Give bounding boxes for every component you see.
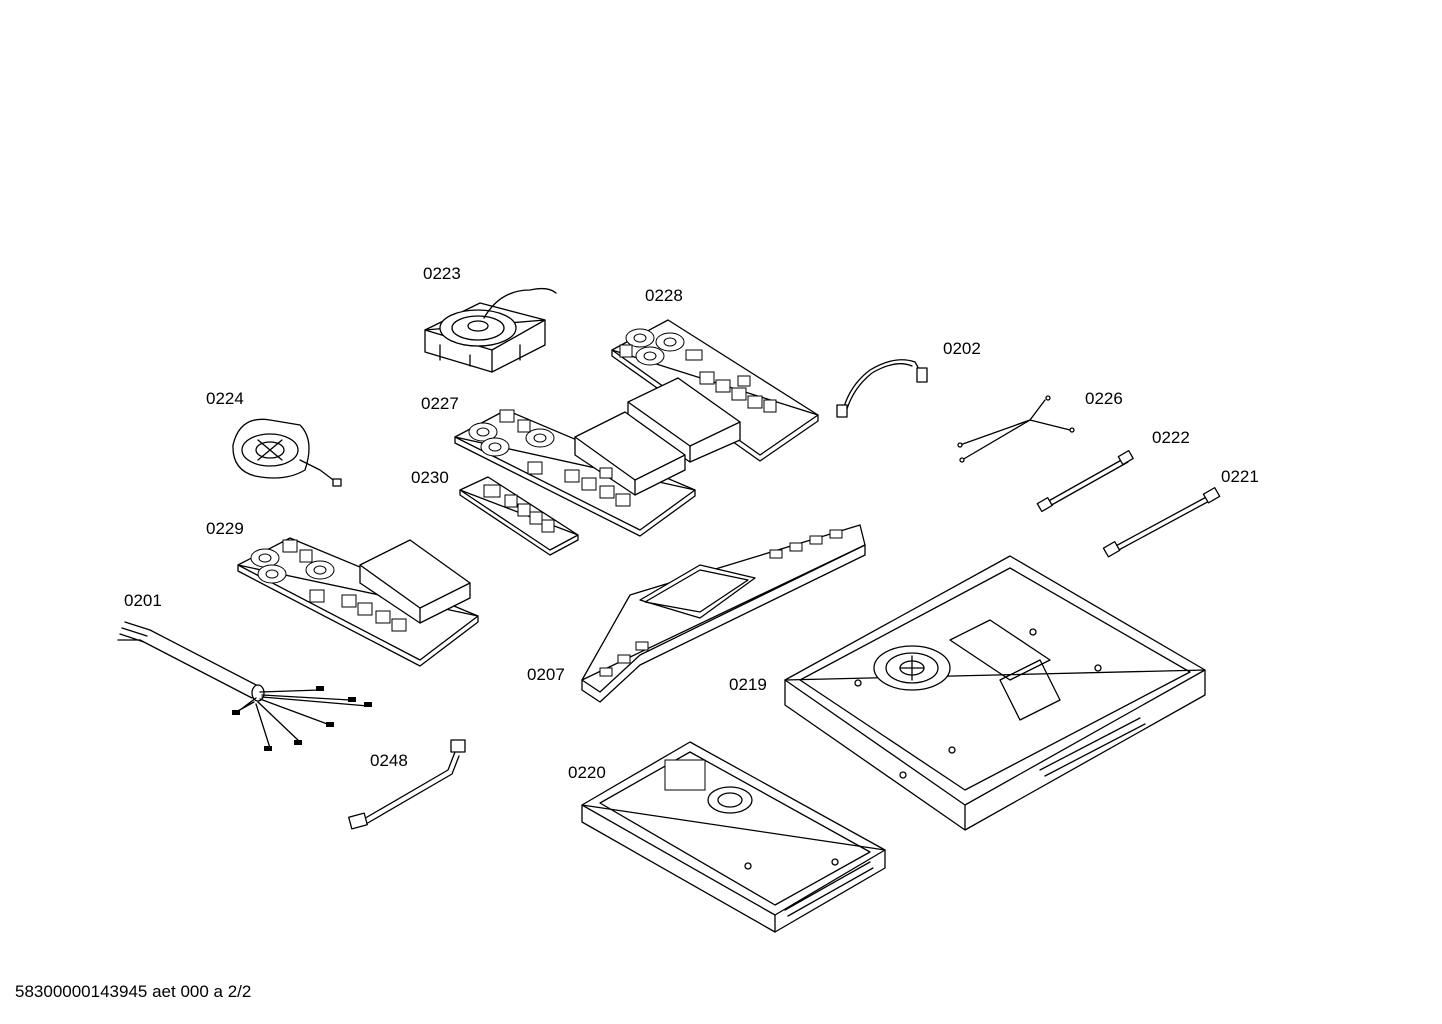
control-panel-0207[interactable] [581, 524, 866, 703]
power-board-0227[interactable] [454, 409, 696, 537]
part-label-0201[interactable]: 0201 [124, 591, 162, 610]
wire-0226[interactable] [957, 395, 1075, 463]
document-code: 58300000143945 aet 000 a 2/2 [15, 982, 252, 1001]
cable-0202[interactable] [836, 359, 928, 418]
power-board-0228[interactable] [611, 319, 819, 463]
part-label-0219[interactable]: 0219 [729, 675, 767, 694]
part-label-0224[interactable]: 0224 [206, 389, 244, 408]
part-label-0220[interactable]: 0220 [568, 763, 606, 782]
part-label-0230[interactable]: 0230 [411, 468, 449, 487]
mains-cable-0201[interactable] [117, 621, 372, 751]
part-label-0202[interactable]: 0202 [943, 339, 981, 358]
fan-housing-0224[interactable] [232, 418, 342, 487]
fan-part[interactable] [424, 287, 557, 373]
ribbon-cable-0222[interactable] [1036, 450, 1134, 513]
ribbon-cable-0248[interactable] [348, 739, 466, 830]
part-label-0227[interactable]: 0227 [421, 394, 459, 413]
part-label-0222[interactable]: 0222 [1152, 428, 1190, 447]
part-label-0248[interactable]: 0248 [370, 751, 408, 770]
ribbon-cable-0221[interactable] [1102, 487, 1221, 558]
filter-board-0230[interactable] [459, 476, 579, 556]
base-frame-0219[interactable] [784, 555, 1206, 831]
part-label-0207[interactable]: 0207 [527, 665, 565, 684]
frame-0220[interactable] [581, 741, 886, 933]
power-board-0229[interactable] [237, 537, 479, 667]
part-label-0229[interactable]: 0229 [206, 519, 244, 538]
part-label-0223[interactable]: 0223 [423, 264, 461, 283]
part-label-0221[interactable]: 0221 [1221, 467, 1259, 486]
part-label-0228[interactable]: 0228 [645, 286, 683, 305]
part-label-0226[interactable]: 0226 [1085, 389, 1123, 408]
